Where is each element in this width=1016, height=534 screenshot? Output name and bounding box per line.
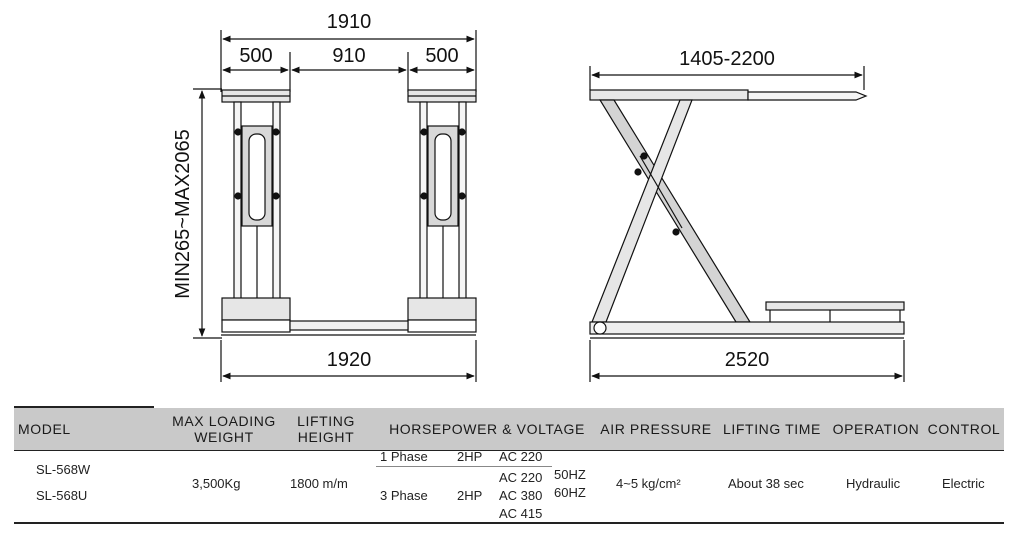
side-view — [589, 66, 905, 382]
phase-1-label: 1 Phase — [380, 449, 428, 464]
front-view — [193, 30, 477, 382]
phase-3-label: 3 Phase — [380, 488, 428, 503]
frequency-60hz: 60HZ — [554, 485, 586, 500]
table-header: MODEL MAX LOADING WEIGHT LIFTING HEIGHT … — [14, 408, 1004, 451]
table-top-rule — [14, 406, 154, 408]
dim-side-base-length: 2520 — [725, 349, 770, 371]
dim-center-width: 910 — [332, 45, 365, 67]
dim-height-range: MIN265~MAX2065 — [172, 129, 194, 299]
dim-base-width: 1920 — [327, 349, 372, 371]
header-operation: OPERATION — [832, 421, 920, 437]
header-model: MODEL — [18, 421, 71, 437]
header-air-pressure: AIR PRESSURE — [600, 421, 712, 437]
header-max-loading: MAX LOADING WEIGHT — [164, 408, 284, 450]
phase-3-voltage-1: AC 220 — [499, 470, 543, 485]
phase-1-hp: 2HP — [457, 449, 483, 464]
header-lifting-height: LIFTING HEIGHT — [286, 408, 366, 450]
phase-1-voltage: AC 220 — [499, 449, 543, 464]
lifting-time-value: About 38 sec — [728, 476, 804, 491]
phase-3-hp: 2HP — [457, 488, 483, 503]
lifting-height-value: 1800 m/m — [290, 476, 348, 491]
header-lifting-line1: LIFTING — [297, 413, 355, 429]
control-value: Electric — [942, 476, 985, 491]
header-control: CONTROL — [927, 421, 1001, 437]
header-lifting-time: LIFTING TIME — [723, 421, 821, 437]
dim-platform-length: 1405-2200 — [679, 48, 775, 70]
header-max-loading-line1: MAX LOADING — [172, 413, 276, 429]
model-2: SL-568U — [36, 488, 88, 503]
header-lifting-line2: HEIGHT — [297, 429, 355, 445]
header-horsepower-voltage: HORSEPOWER & VOLTAGE — [389, 421, 585, 437]
phase-separator — [376, 466, 552, 467]
technical-drawing: 1910 500 910 500 1920 MIN265~MAX2065 140… — [172, 11, 905, 382]
table-bottom-rule — [14, 522, 1004, 524]
max-loading-value: 3,500Kg — [192, 476, 241, 491]
dim-right-width: 500 — [425, 45, 458, 67]
spec-table: MODEL MAX LOADING WEIGHT LIFTING HEIGHT … — [14, 406, 1004, 524]
dim-left-width: 500 — [239, 45, 272, 67]
dim-overall-width: 1910 — [327, 11, 372, 33]
phase-3-voltage-2: AC 380 — [499, 488, 543, 503]
air-pressure-value: 4~5 kg/cm² — [616, 476, 681, 491]
phase-3-voltage-3: AC 415 — [499, 506, 543, 521]
frequency-50hz: 50HZ — [554, 467, 586, 482]
header-max-loading-line2: WEIGHT — [194, 429, 254, 445]
model-1: SL-568W — [36, 462, 91, 477]
operation-value: Hydraulic — [846, 476, 901, 491]
